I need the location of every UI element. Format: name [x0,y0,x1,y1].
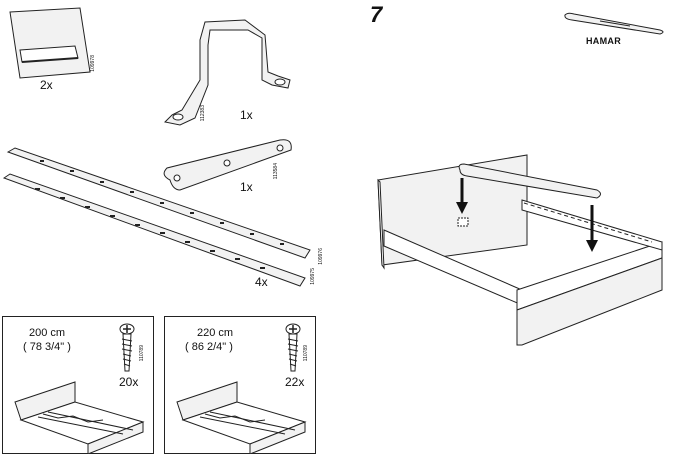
option-size-cm: 200 cm [29,327,66,339]
step-7-assembly-drawing [377,154,663,346]
bracket-qty: 1x [240,108,253,122]
bed-frame-drawing [14,381,145,454]
option-code: 110789 [139,345,145,362]
option-box-220: 220 cm ( 86 2/4" ) 110789 22x [164,316,316,454]
parts-flat-plate: 1x 113584 [155,130,295,200]
option-size-in: ( 78 3/4" ) [23,341,71,353]
hammer-icon [564,12,664,35]
option-size-cm: 220 cm [197,327,234,339]
screw-icon [285,323,301,372]
parts-plate: 2x 109978 [0,0,110,95]
bed-frame-drawing [176,381,307,454]
step-number: 7 [370,2,383,27]
plate-qty: 2x [40,78,53,92]
parts-rails: 4x 109975 109976 [0,140,330,295]
rails-drawing [2,147,311,287]
parts-bracket: 112383 1x [150,10,291,135]
rails-code-b: 109976 [318,248,324,265]
flat-plate-qty: 1x [240,180,253,194]
plate-drawing [9,7,91,79]
option-qty: 22x [285,375,305,389]
option-size-in: ( 86 2/4" ) [185,341,233,353]
rails-qty: 4x [255,275,268,289]
rails-code-a: 109975 [310,268,316,285]
option-code: 110789 [303,345,309,362]
plate-code: 109978 [90,55,96,72]
option-box-200: 200 cm ( 78 3/4" ) 110789 20x [2,316,154,454]
option-qty: 20x [119,375,139,389]
bracket-code: 112383 [200,105,206,122]
screw-icon [119,323,135,372]
flat-plate-drawing [163,139,292,191]
bracket-drawing [163,19,291,126]
tool-label: HAMAR [586,36,621,46]
